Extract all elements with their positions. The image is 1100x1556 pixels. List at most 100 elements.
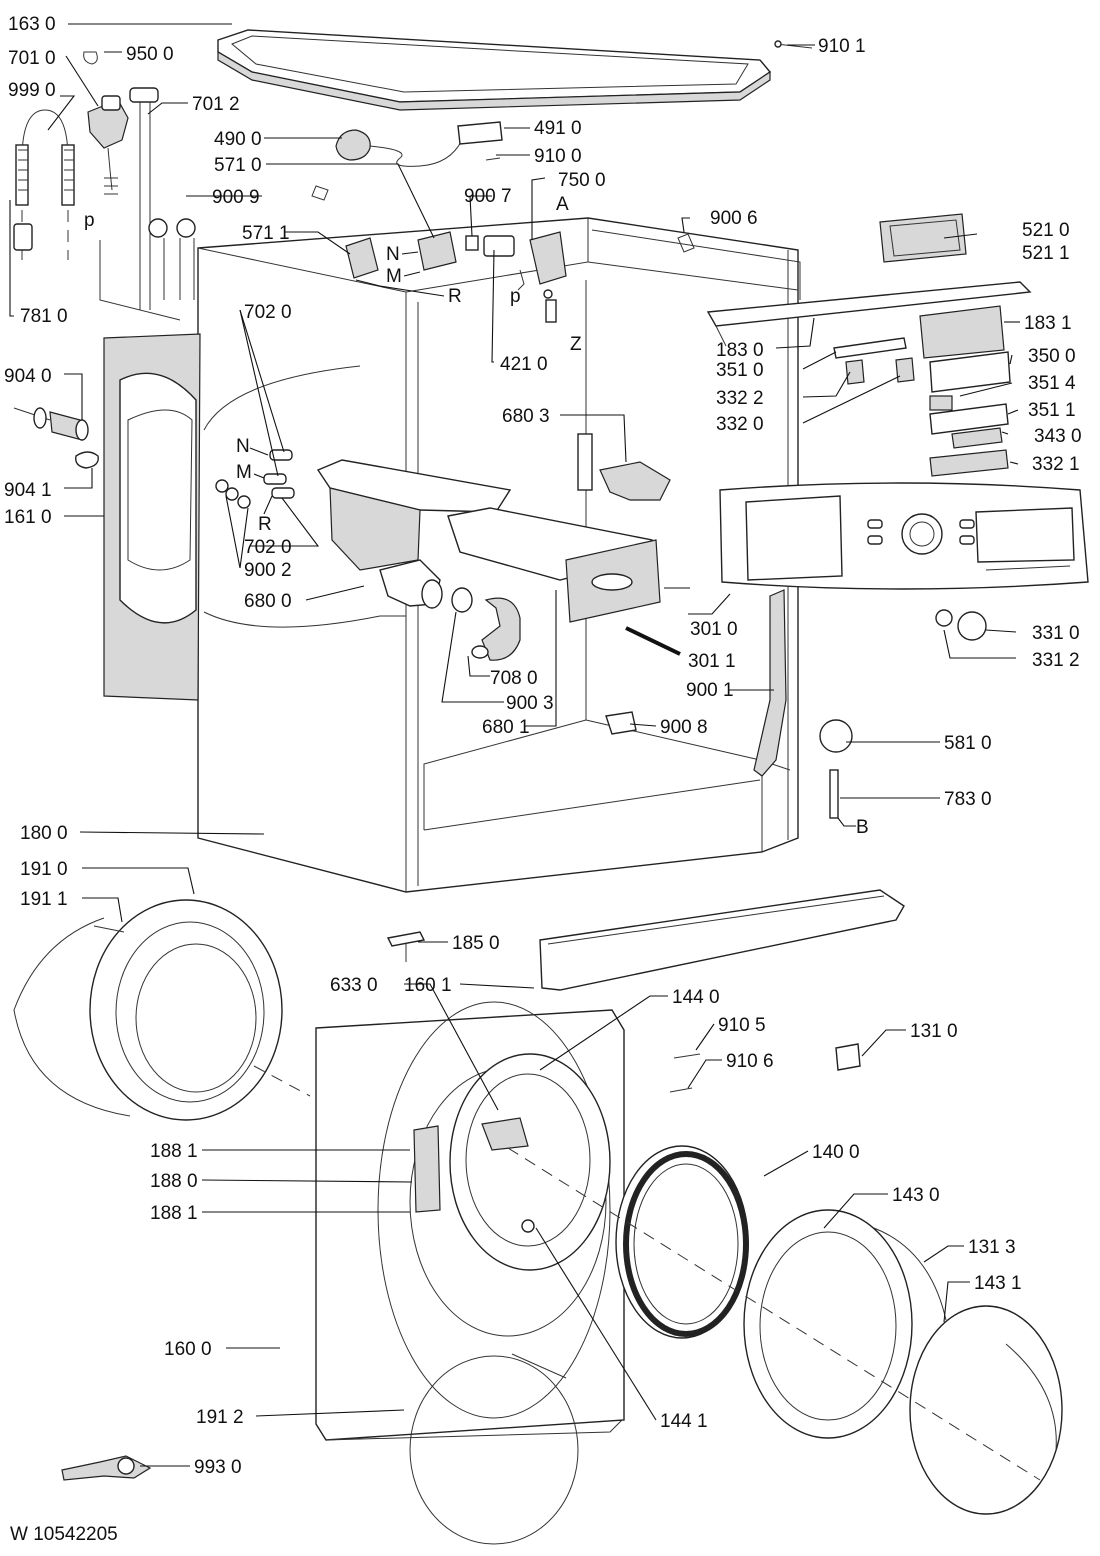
callout-900-7: 900 7: [464, 186, 512, 207]
small-screws: [669, 1053, 701, 1093]
marker-r-top: R: [448, 286, 462, 307]
marker-a: A: [556, 194, 569, 215]
callout-144-0: 144 0: [672, 987, 720, 1008]
callout-702-0-bottom: 702 0: [244, 537, 292, 558]
callout-131-0: 131 0: [910, 1021, 958, 1042]
callout-421-0: 421 0: [500, 354, 548, 375]
dispenser-housing: [316, 459, 512, 609]
callout-910-5: 910 5: [718, 1015, 766, 1036]
callout-191-2: 191 2: [196, 1407, 244, 1428]
callout-910-1: 910 1: [818, 36, 866, 57]
pressure-switch: [819, 719, 853, 819]
callout-191-1: 191 1: [20, 889, 68, 910]
callout-900-6: 900 6: [710, 208, 758, 229]
callout-143-1: 143 1: [974, 1273, 1022, 1294]
callout-680-1: 680 1: [482, 717, 530, 738]
door-bowl: [615, 1145, 749, 1339]
callout-183-1: 183 1: [1024, 313, 1072, 334]
callout-188-0: 188 0: [150, 1171, 198, 1192]
callout-160-1: 160 1: [404, 975, 452, 996]
callout-191-0: 191 0: [20, 859, 68, 880]
callout-900-1: 900 1: [686, 680, 734, 701]
callout-188-1-bottom: 188 1: [150, 1203, 198, 1224]
marker-p-left: p: [84, 210, 95, 231]
document-id: W 10542205: [10, 1524, 118, 1545]
callout-900-3: 900 3: [506, 693, 554, 714]
marker-z: Z: [570, 334, 582, 355]
door-gasket: [13, 899, 311, 1121]
callout-701-2: 701 2: [192, 94, 240, 115]
callout-993-0: 993 0: [194, 1457, 242, 1478]
front-panel: [315, 1001, 625, 1441]
marker-n-top: N: [386, 244, 400, 265]
callout-571-1: 571 1: [242, 223, 290, 244]
bracket: [577, 433, 671, 501]
callout-999-0: 999 0: [8, 80, 56, 101]
callout-571-0: 571 0: [214, 155, 262, 176]
marker-p-right: p: [510, 286, 521, 307]
drain-hose: [451, 587, 521, 661]
callout-904-0: 904 0: [4, 366, 52, 387]
callout-301-1: 301 1: [688, 651, 736, 672]
callout-750-0: 750 0: [558, 170, 606, 191]
callout-351-1: 351 1: [1028, 400, 1076, 421]
callout-143-0: 143 0: [892, 1185, 940, 1206]
callout-331-0: 331 0: [1032, 623, 1080, 644]
valve-caps: [215, 449, 295, 509]
marker-leaders: [249, 251, 445, 515]
callout-350-0: 350 0: [1028, 346, 1076, 367]
outer-door: [909, 1305, 1063, 1515]
callout-343-0: 343 0: [1034, 426, 1082, 447]
callout-783-0: 783 0: [944, 789, 992, 810]
spanner-tool: [61, 1455, 152, 1481]
rear-panel: [103, 333, 201, 701]
marker-m-left: M: [236, 462, 252, 483]
program-knob: [935, 609, 987, 641]
callout-180-0: 180 0: [20, 823, 68, 844]
double-valve: [148, 185, 329, 300]
callout-900-8: 900 8: [660, 717, 708, 738]
callout-910-0: 910 0: [534, 146, 582, 167]
callout-351-4: 351 4: [1028, 373, 1076, 394]
callout-680-3: 680 3: [502, 406, 550, 427]
callout-633-0: 633 0: [330, 975, 378, 996]
noise-filter: [345, 231, 695, 323]
callout-490-0: 490 0: [214, 129, 262, 150]
callout-131-3: 131 3: [968, 1237, 1016, 1258]
callout-781-0: 781 0: [20, 306, 68, 327]
callout-904-1: 904 1: [4, 480, 52, 501]
callout-491-0: 491 0: [534, 118, 582, 139]
callout-332-0: 332 0: [716, 414, 764, 435]
callout-labels: 163 0 910 1 701 0 950 0 999 0 701 2 490 …: [4, 14, 1082, 1478]
power-cord: [335, 121, 503, 167]
assembly-axis: [507, 1147, 1041, 1481]
callout-332-1: 332 1: [1032, 454, 1080, 475]
adjustable-foot: [386, 931, 426, 962]
letter-markers: N M R p p A Z N M R B: [84, 194, 869, 838]
callout-900-2: 900 2: [244, 560, 292, 581]
callout-301-0: 301 0: [690, 619, 738, 640]
door-frame: [743, 1209, 947, 1439]
wiring-harness: [753, 589, 787, 777]
callout-140-0: 140 0: [812, 1142, 860, 1163]
callout-185-0: 185 0: [452, 933, 500, 954]
inlet-valve-assembly: [13, 51, 129, 260]
control-panel: [719, 482, 1089, 590]
callout-900-9: 900 9: [212, 187, 260, 208]
callout-188-1-top: 188 1: [150, 1141, 198, 1162]
screw: [774, 40, 813, 49]
top-cover: [217, 29, 772, 111]
callout-702-0-top: 702 0: [244, 302, 292, 323]
dispenser-drawer: [447, 507, 681, 656]
callout-332-2: 332 2: [716, 388, 764, 409]
callout-351-0: 351 0: [716, 360, 764, 381]
counterweight-bolt: [13, 407, 99, 469]
callout-161-0: 161 0: [4, 507, 52, 528]
callout-183-0: 183 0: [716, 340, 764, 361]
leader-lines: [9, 23, 1020, 1467]
marker-b: B: [856, 817, 869, 838]
callout-680-0: 680 0: [244, 591, 292, 612]
clip: [605, 711, 637, 735]
control-electronics: [706, 213, 1032, 477]
